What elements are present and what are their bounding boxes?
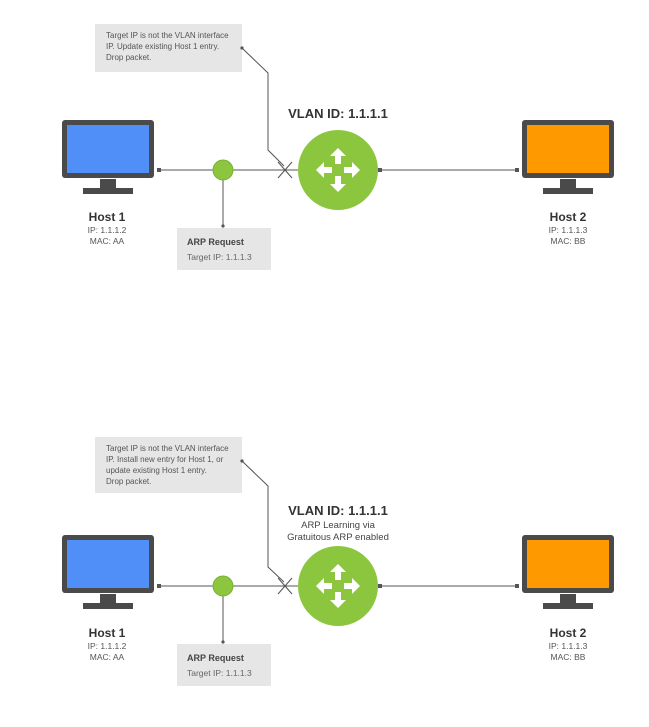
note-text: Target IP is not the VLAN interface IP. … — [106, 31, 231, 62]
host1-mac: MAC: AA — [90, 236, 125, 246]
note-leader-dot — [240, 459, 244, 463]
arp-request-title: ARP Request — [187, 237, 244, 247]
host2-monitor-icon — [522, 535, 614, 609]
note-line-3: Drop packet. — [106, 53, 151, 62]
host1-monitor-icon — [62, 120, 154, 194]
x-mark-icon — [277, 161, 293, 179]
vlan-subtitle-1: ARP Learning via — [301, 520, 375, 531]
note-leader-line — [241, 47, 285, 167]
port-router — [378, 584, 382, 588]
host1-ip: IP: 1.1.1.2 — [88, 641, 127, 651]
port-host2 — [515, 168, 519, 172]
host1-mac: MAC: AA — [90, 652, 125, 662]
vlan-title: VLAN ID: 1.1.1.1 — [288, 106, 388, 121]
host1-monitor-icon — [62, 535, 154, 609]
panel-1: Target IP is not the VLAN interface IP. … — [62, 24, 614, 270]
note-line-4: Drop packet. — [106, 477, 151, 486]
port-host1 — [157, 168, 161, 172]
vlan-subtitle-2: Gratuitous ARP enabled — [287, 532, 389, 543]
host2-ip: IP: 1.1.1.3 — [549, 225, 588, 235]
arp-packet-point — [212, 575, 234, 597]
note-leader-line — [241, 460, 285, 583]
note-leader-dot — [240, 46, 244, 50]
host2-mac: MAC: BB — [551, 236, 586, 246]
port-host2 — [515, 584, 519, 588]
arp-request-box — [177, 644, 271, 686]
host2-monitor-icon — [522, 120, 614, 194]
host2-name: Host 2 — [550, 210, 587, 224]
port-host1 — [157, 584, 161, 588]
router-icon — [298, 130, 378, 210]
host2-ip: IP: 1.1.1.3 — [549, 641, 588, 651]
router-icon — [298, 546, 378, 626]
host2-mac: MAC: BB — [551, 652, 586, 662]
x-mark-icon — [277, 577, 293, 595]
vlan-title: VLAN ID: 1.1.1.1 — [288, 503, 388, 518]
host2-name: Host 2 — [550, 626, 587, 640]
arp-packet-point — [212, 159, 234, 181]
arp-request-title: ARP Request — [187, 653, 244, 663]
arp-leader-dot — [221, 640, 225, 644]
note-box — [95, 24, 242, 72]
host1-name: Host 1 — [89, 626, 126, 640]
arp-leader-dot — [221, 224, 225, 228]
arp-request-box — [177, 228, 271, 270]
note-line-1: Target IP is not the VLAN interface — [106, 31, 229, 40]
host1-ip: IP: 1.1.1.2 — [88, 225, 127, 235]
note-text: Target IP is not the VLAN interface IP. … — [106, 444, 231, 486]
note-line-2: IP. Update existing Host 1 entry. — [106, 42, 219, 51]
note-line-3: update existing Host 1 entry. — [106, 466, 207, 475]
note-line-2: IP. Install new entry for Host 1, or — [106, 455, 224, 464]
arp-request-target: Target IP: 1.1.1.3 — [187, 668, 252, 678]
note-line-1: Target IP is not the VLAN interface — [106, 444, 229, 453]
panel-2: Target IP is not the VLAN interface IP. … — [62, 437, 614, 686]
host1-name: Host 1 — [89, 210, 126, 224]
note-box — [95, 437, 242, 493]
port-router — [378, 168, 382, 172]
arp-request-target: Target IP: 1.1.1.3 — [187, 252, 252, 262]
